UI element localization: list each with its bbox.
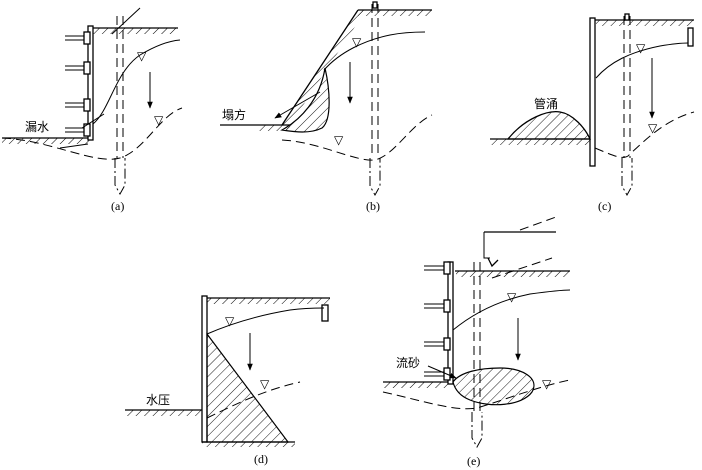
svg-text:▽: ▽ [225, 314, 235, 328]
caption-a: (a) [111, 199, 124, 213]
svg-text:▽: ▽ [260, 377, 270, 391]
panel-e: ▽ ▽ 流砂 (e) [382, 216, 571, 468]
caption-d: (d) [254, 452, 268, 466]
svg-text:▽: ▽ [542, 377, 552, 391]
panel-a: ▽ ▽ 漏水 (a) [1, 7, 183, 213]
panel-d: ▽ ▽ 水压 (d) [125, 295, 330, 466]
svg-text:▽: ▽ [507, 290, 517, 304]
quicksand-label: 流砂 [396, 356, 420, 370]
strut-set-e [424, 261, 451, 381]
svg-text:▽: ▽ [648, 121, 658, 135]
caption-b: (b) [366, 199, 380, 213]
svg-text:▽: ▽ [352, 35, 362, 49]
collapse-label: 塌方 [222, 107, 246, 122]
caption-c: (c) [598, 199, 611, 213]
panel-c: ▽ ▽ 管涌 (c) [490, 13, 695, 213]
caption-e: (e) [467, 454, 480, 468]
svg-text:▽: ▽ [636, 41, 646, 55]
svg-text:▽: ▽ [154, 113, 164, 127]
panel-b: ▽ ▽ 塌方 (b) [220, 1, 433, 213]
svg-text:▽: ▽ [334, 133, 344, 147]
strut-set [65, 31, 91, 137]
piping-label: 管涌 [534, 96, 558, 111]
svg-text:▽: ▽ [137, 49, 147, 63]
leakage-label: 漏水 [25, 120, 49, 134]
water-pressure-label: 水压 [146, 393, 170, 407]
